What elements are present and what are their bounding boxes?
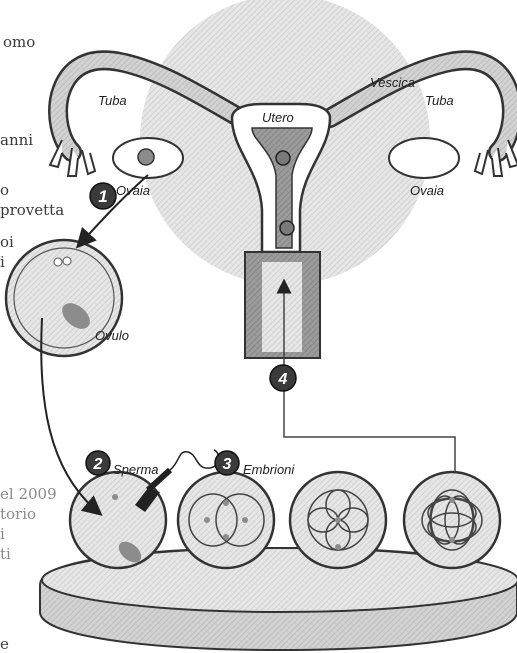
ovary-right (389, 138, 459, 178)
step-4-badge: 4 (270, 365, 296, 391)
embryo-2-cell (178, 472, 274, 568)
embryo-multi-cell (404, 472, 500, 568)
svg-text:4: 4 (278, 371, 288, 388)
sperm-tail (170, 450, 219, 470)
ovary-left-egg (138, 149, 154, 165)
label-ovaia-right: Ovaia (410, 183, 444, 198)
label-vescica: Vescica (370, 75, 415, 90)
svg-text:2: 2 (93, 456, 103, 473)
svg-text:3: 3 (223, 456, 232, 473)
embryo-in-uterus-bottom (280, 221, 294, 235)
label-utero: Utero (262, 110, 294, 125)
svg-text:1: 1 (98, 187, 107, 206)
label-embrioni: Embrioni (243, 462, 295, 477)
label-tuba-right: Tuba (425, 93, 454, 108)
step-1-badge: 1 (90, 183, 116, 209)
step-2-badge: 2 (86, 451, 110, 475)
step-3-badge: 3 (215, 451, 239, 475)
label-tuba-left: Tuba (98, 93, 127, 108)
embryo-in-uterus-top (276, 151, 290, 165)
label-ovulo: Ovulo (95, 328, 129, 343)
label-ovaia-left: Ovaia (116, 183, 150, 198)
label-sperma: Sperma (113, 462, 159, 477)
